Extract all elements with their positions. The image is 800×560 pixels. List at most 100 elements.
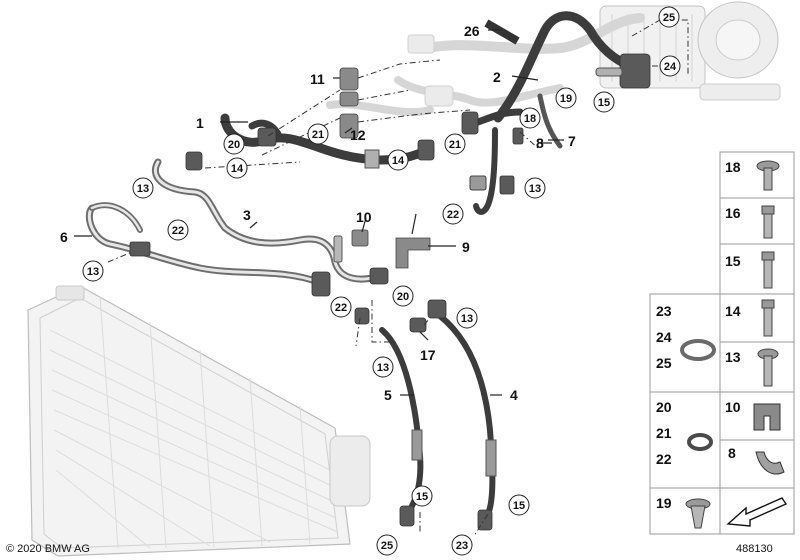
hose-upper-right [461, 108, 524, 215]
panel-cell-8: 8 [719, 439, 795, 489]
hose-2 [493, 11, 651, 123]
callout-2: 2 [493, 69, 501, 85]
copyright-notice: © 2020 BMW AG [6, 543, 90, 555]
circle-callout-20: 20 [223, 133, 245, 155]
circle-callout-13: 13 [524, 177, 546, 199]
svg-text:23: 23 [656, 303, 672, 319]
circle-callout-14: 14 [387, 149, 409, 171]
pipe-6 [85, 202, 331, 297]
svg-text:25: 25 [381, 540, 393, 552]
panel-cell-23-24-25: 23 24 25 [649, 293, 721, 393]
circle-callout-14: 14 [226, 157, 248, 179]
callout-1: 1 [196, 115, 204, 131]
sealing-ring-icon [680, 339, 716, 361]
svg-text:13: 13 [377, 362, 389, 374]
svg-text:10: 10 [725, 399, 741, 415]
svg-text:20: 20 [397, 291, 409, 303]
diagram-number: 488130 [736, 543, 773, 555]
callout-9: 9 [462, 239, 470, 255]
hose-4 [427, 299, 497, 531]
bracket-icon [753, 403, 781, 431]
circle-callout-25: 25 [658, 6, 680, 28]
assembly-lines [107, 19, 689, 537]
clip-icon [755, 451, 785, 475]
bolt-icon [761, 251, 775, 289]
callout-26: 26 [464, 23, 480, 39]
circle-callout-25: 25 [376, 534, 398, 556]
panel-cell-16: 16 [719, 197, 795, 245]
circle-callout-15: 15 [593, 91, 615, 113]
panel-cell-10: 10 [719, 391, 795, 441]
circle-callout-18: 18 [519, 107, 541, 129]
sealing-ring-icon [687, 433, 713, 451]
svg-text:24: 24 [664, 61, 677, 73]
panel-cell-14: 14 [719, 293, 795, 343]
callout-4: 4 [510, 387, 518, 403]
svg-text:22: 22 [447, 209, 459, 221]
svg-text:15: 15 [598, 97, 610, 109]
circle-callout-13: 13 [132, 177, 154, 199]
hose-5 [379, 327, 424, 527]
expanding-rivet-icon [685, 498, 711, 529]
svg-text:13: 13 [137, 183, 149, 195]
panel-cell-20-21-22: 20 21 22 [649, 391, 721, 489]
circle-callout-13: 13 [82, 260, 104, 282]
callout-12: 12 [350, 127, 366, 143]
panel-cell-19: 19 [649, 487, 721, 535]
screw-icon [756, 160, 780, 191]
svg-text:19: 19 [656, 495, 672, 511]
svg-text:15: 15 [513, 500, 525, 512]
arrow-icon [726, 497, 788, 527]
panel-cell-13: 13 [719, 341, 795, 393]
circle-callout-22: 22 [330, 296, 352, 318]
panel-cell-arrow [719, 487, 795, 535]
svg-text:14: 14 [392, 155, 405, 167]
callout-17: 17 [420, 347, 436, 363]
circle-callout-19: 19 [555, 87, 577, 109]
screw-icon [757, 348, 779, 387]
svg-text:15: 15 [416, 491, 428, 503]
svg-text:13: 13 [529, 183, 541, 195]
svg-text:13: 13 [461, 313, 473, 325]
svg-text:23: 23 [456, 540, 468, 552]
circle-callout-15: 15 [411, 485, 433, 507]
radiator-ghost [27, 285, 371, 557]
parts-panel: 18 16 15 14 [649, 151, 795, 535]
callout-6: 6 [60, 229, 68, 245]
svg-text:22: 22 [656, 451, 672, 467]
svg-text:15: 15 [725, 253, 741, 269]
svg-text:18: 18 [524, 113, 536, 125]
svg-text:14: 14 [231, 163, 244, 175]
svg-text:24: 24 [656, 329, 672, 345]
svg-text:20: 20 [228, 139, 240, 151]
svg-text:25: 25 [656, 355, 672, 371]
circle-callout-23: 23 [451, 534, 473, 556]
svg-text:21: 21 [656, 425, 672, 441]
callout-5: 5 [384, 387, 392, 403]
circle-callout-20: 20 [392, 285, 414, 307]
pipe-3 [151, 158, 384, 283]
circle-callout-24: 24 [659, 55, 681, 77]
svg-text:20: 20 [656, 399, 672, 415]
svg-text:25: 25 [663, 12, 675, 24]
callout-10: 10 [356, 209, 372, 225]
svg-text:19: 19 [560, 93, 572, 105]
callout-7: 7 [568, 133, 576, 149]
circle-callout-22: 22 [167, 219, 189, 241]
callout-3: 3 [243, 207, 251, 223]
circle-callout-15: 15 [508, 494, 530, 516]
bolt-icon [761, 299, 775, 337]
callout-11: 11 [310, 71, 325, 87]
panel-cell-18: 18 [719, 151, 795, 199]
leader-lines [74, 29, 564, 396]
svg-text:16: 16 [725, 205, 741, 221]
circle-callout-21: 21 [307, 123, 329, 145]
svg-text:13: 13 [87, 266, 99, 278]
svg-text:14: 14 [725, 303, 741, 319]
circle-callout-13: 13 [372, 356, 394, 378]
svg-text:22: 22 [172, 225, 184, 237]
small-parts [185, 19, 623, 333]
svg-text:21: 21 [449, 139, 461, 151]
svg-text:21: 21 [312, 129, 324, 141]
